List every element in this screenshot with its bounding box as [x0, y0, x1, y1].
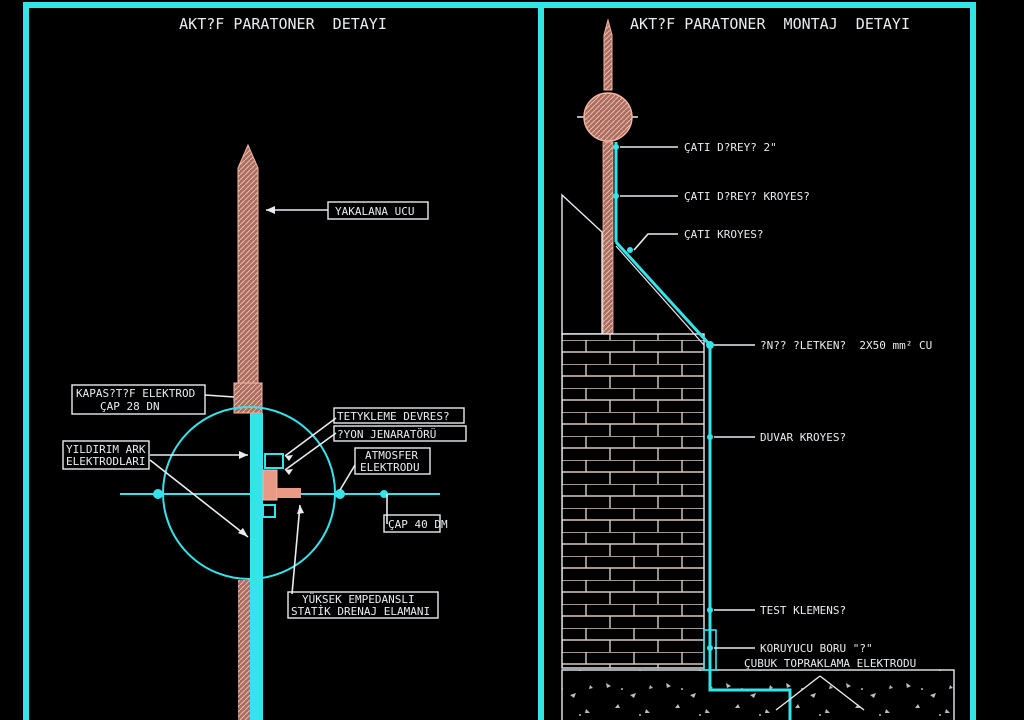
label-yuksek-empedansli: YÜKSEK EMPEDANSLI [302, 593, 415, 606]
left-arrowheads [238, 206, 304, 537]
protective-pipe [703, 629, 717, 671]
conductor-clamps [613, 144, 714, 651]
label-cati-kroyesi: ÇATI KROYES? [684, 228, 763, 241]
terminal-head [577, 18, 638, 142]
mast-bottom [238, 580, 250, 720]
air-terminal [233, 143, 263, 414]
right-panel-title: AKT?F PARATONER MONTAJ DETAYI [630, 15, 910, 33]
label-cap-40: ÇAP 40 DM [388, 518, 448, 531]
label-tetikleme-devresi: TETYKLEME DEVRES? [337, 410, 450, 423]
label-cati-diregi: ÇATI D?REY? 2" [684, 141, 777, 154]
label-yildirim-ark: YILDIRIM ARK [66, 443, 146, 456]
label-cati-diregi-kroyesi: ÇATI D?REY? KROYES? [684, 190, 810, 203]
left-panel: AKT?F PARATONER DETAYI [62, 15, 467, 720]
drawing-frame [23, 2, 976, 720]
label-iyon-jenaratoru: ?YON JENARATÖRÜ [337, 428, 436, 441]
label-cubuk-topraklama: ÇUBUK TOPRAKLAMA ELEKTRODU [744, 657, 916, 670]
label-koruyucu-boru: KORUYUCU BORU "?" [760, 642, 873, 655]
ground-rod [775, 675, 865, 711]
label-elektrodlari: ELEKTRODLARI [66, 455, 145, 468]
ground-soil [561, 669, 955, 720]
roof-mast [602, 141, 614, 335]
right-labels: ÇATI D?REY? 2" ÇATI D?REY? KROYES? ÇATI … [684, 141, 932, 670]
left-panel-title: AKT?F PARATONER DETAYI [179, 15, 387, 33]
parapet [561, 193, 603, 335]
ion-generator [262, 453, 301, 518]
right-leader-lines [620, 146, 755, 649]
label-kapasitif-cap: ÇAP 28 DN [100, 400, 160, 413]
label-elektrodu: ELEKTRODU [360, 461, 420, 474]
label-kapasitif-elektrod: KAPAS?T?F ELEKTROD [76, 387, 195, 400]
brick-wall [561, 333, 705, 669]
label-yakalama-ucu: YAKALANA UCU [335, 205, 414, 218]
label-atmosfer: ATMOSFER [365, 449, 418, 462]
label-statik-drenaj: STATİK DRENAJ ELAMANI [291, 605, 430, 618]
label-test-klemensi: TEST KLEMENS? [760, 604, 846, 617]
left-leader-lines [149, 209, 388, 595]
right-panel: AKT?F PARATONER MONTAJ DETAYI [561, 15, 955, 720]
label-iniş-iletkeni: ?N?? ?LETKEN? 2X50 mm² CU [760, 339, 932, 352]
label-duvar-kroyesi: DUVAR KROYES? [760, 431, 846, 444]
down-conductor [250, 413, 263, 720]
left-labels: YAKALANA UCU KAPAS?T?F ELEKTROD ÇAP 28 D… [62, 201, 467, 619]
